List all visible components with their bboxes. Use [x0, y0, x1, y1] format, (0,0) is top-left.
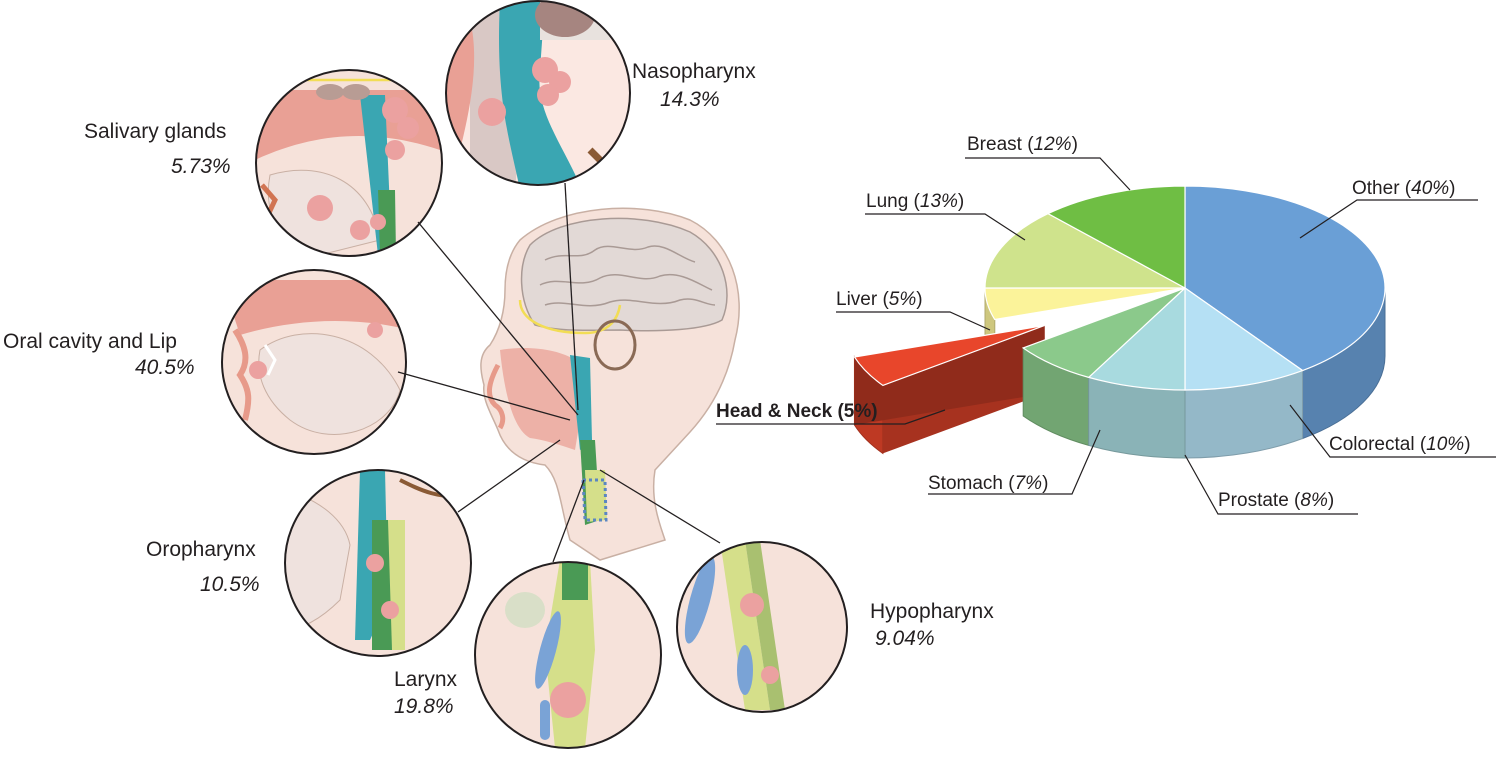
pie-leader-line-7: [1184, 454, 1358, 515]
oropharynx-label: Oropharynx: [146, 538, 256, 561]
salivary-glands-value: 5.73%: [171, 155, 231, 178]
oral-cavity-label: Oral cavity and Lip: [3, 330, 177, 353]
nasopharynx-value: 14.3%: [660, 88, 720, 111]
hypopharynx-circle: [676, 541, 848, 713]
pie-leader-line-3: [836, 311, 991, 331]
pie-label-colorectal: Colorectal (10%): [1329, 434, 1471, 455]
pie-slice-prostate: [1087, 286, 1186, 391]
hypopharynx-value: 9.04%: [875, 627, 935, 650]
pie-label-liver: Liver (5%): [836, 289, 923, 310]
head-illustration: [480, 207, 740, 561]
anatomy-leader-lines: [397, 182, 721, 563]
larynx-label: Larynx: [394, 668, 458, 691]
nasopharynx-label: Nasopharynx: [632, 60, 756, 83]
pie-slice-head-neck: [853, 324, 1045, 387]
larynx-value: 19.8%: [394, 695, 454, 718]
pie-slice-colorectal: [1184, 286, 1304, 391]
pie-leader-line-6: [928, 429, 1101, 495]
pie-leader-line-5: [1289, 404, 1496, 458]
pie-leader-line-0: [965, 157, 1131, 191]
nasopharynx-circle: [445, 0, 631, 186]
salivary-glands-label: Salivary glands: [84, 120, 227, 143]
oral-cavity-value: 40.5%: [135, 356, 195, 379]
pie-label-breast: Breast (12%): [967, 134, 1078, 155]
hypopharynx-label: Hypopharynx: [870, 600, 994, 623]
pie-chart: [716, 157, 1496, 515]
pie-label-stomach: Stomach (7%): [928, 473, 1049, 494]
oropharynx-circle: [284, 469, 472, 657]
salivary-glands-circle: [255, 69, 443, 257]
pie-slice-stomach: [1021, 287, 1186, 379]
pie-label-lung: Lung (13%): [866, 191, 965, 212]
pie-label-head-neck: Head & Neck (5%): [716, 401, 878, 422]
pie-slice-other: [1184, 185, 1386, 372]
pie-label-other: Other (40%): [1352, 178, 1456, 199]
pie-leader-line-2: [865, 213, 1026, 241]
pie-leader-line-1: [1299, 199, 1478, 239]
pie-label-prostate: Prostate (8%): [1218, 490, 1335, 511]
pie-leader-line-4: [716, 409, 946, 425]
pie-slice-lung: [984, 212, 1186, 289]
larynx-circle: [474, 561, 662, 749]
oropharynx-value: 10.5%: [200, 573, 260, 596]
oral-cavity-circle: [221, 269, 407, 455]
pie-slice-breast: [1046, 185, 1186, 290]
